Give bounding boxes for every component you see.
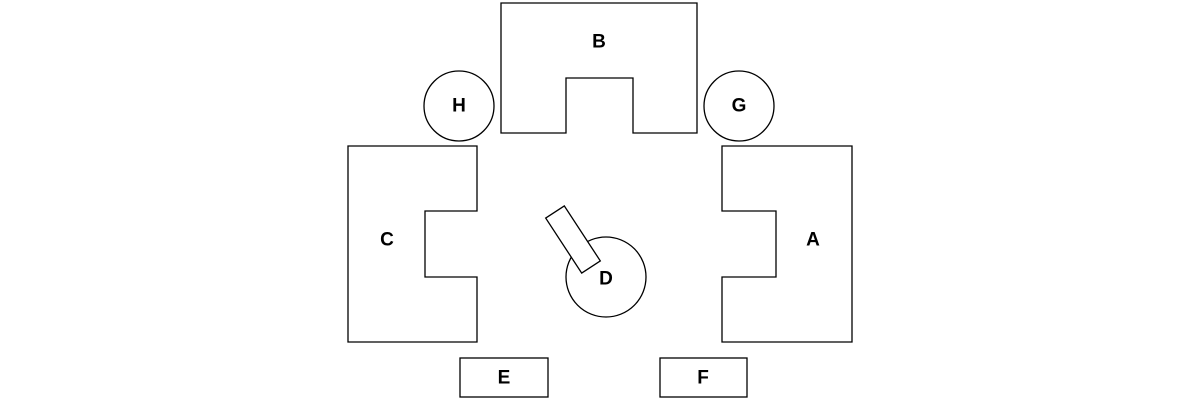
station-f-label: F xyxy=(697,368,709,389)
station-f: F xyxy=(659,357,748,398)
station-d: D xyxy=(544,204,647,318)
station-d-arm xyxy=(544,204,602,275)
station-a: A xyxy=(721,145,853,343)
station-c-label: C xyxy=(380,230,394,251)
station-g-circle xyxy=(703,70,775,142)
station-h-label: H xyxy=(452,96,466,117)
station-e-label: E xyxy=(498,368,511,389)
station-e: E xyxy=(459,357,549,398)
station-c-outline xyxy=(347,145,478,343)
station-b-label: B xyxy=(592,32,606,53)
station-g-label: G xyxy=(732,96,747,117)
station-b-outline xyxy=(500,2,698,134)
station-b: B xyxy=(500,2,698,134)
station-c: C xyxy=(347,145,478,343)
station-a-label: A xyxy=(806,230,820,251)
station-g: G xyxy=(703,70,775,142)
station-e-box xyxy=(459,357,549,398)
station-a-outline xyxy=(721,145,853,343)
station-f-box xyxy=(659,357,748,398)
station-h-circle xyxy=(423,70,495,142)
station-h: H xyxy=(423,70,495,142)
station-d-label: D xyxy=(599,269,613,290)
